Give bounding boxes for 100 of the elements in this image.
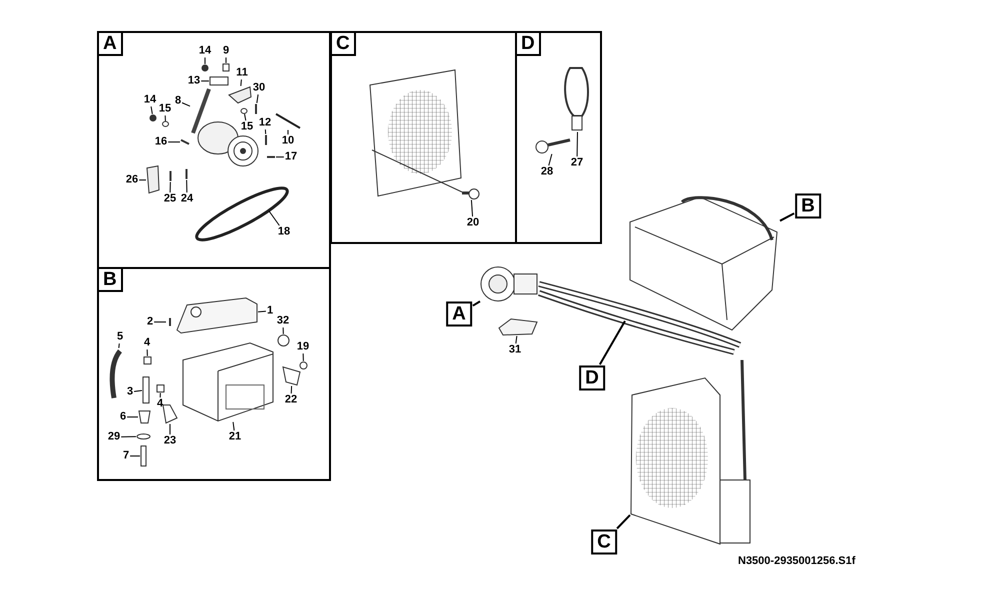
callout-number: 23	[164, 436, 176, 446]
callout-number: 1	[266, 306, 274, 316]
leader-line	[290, 386, 292, 394]
view-letter: C	[332, 33, 356, 56]
callout-number: 15	[158, 104, 172, 114]
bracket-drawing	[282, 366, 302, 386]
insulation-pad-drawing	[498, 318, 538, 336]
leader-line	[282, 327, 284, 334]
leader-line	[134, 390, 142, 392]
callout-number: 5	[116, 332, 124, 342]
leader-line	[232, 422, 235, 431]
leader-line	[244, 114, 246, 121]
callout-number: 27	[570, 158, 584, 168]
leader-line	[240, 79, 242, 86]
bolt-drawing	[180, 138, 190, 146]
callout-number: 31	[508, 344, 522, 356]
heater-unit-drawing	[182, 342, 274, 422]
leader-line	[200, 80, 210, 82]
callout-number: 13	[188, 76, 200, 86]
hose-drawing	[108, 348, 124, 400]
view-letter: C	[591, 530, 617, 554]
bolt-drawing	[168, 170, 173, 182]
callout-number: 22	[284, 394, 298, 406]
nut-drawing	[201, 64, 209, 72]
mounting-bracket-drawing	[146, 166, 160, 194]
callout-number: 24	[180, 194, 194, 204]
callout-number: 9	[222, 46, 230, 56]
leader-line	[616, 514, 631, 530]
leader-line	[150, 106, 153, 114]
leader-line	[118, 343, 120, 348]
pipe-drawing	[142, 376, 150, 404]
leader-line	[576, 132, 578, 157]
leader-line	[470, 200, 474, 217]
callout-number: 11	[236, 68, 248, 78]
leader-line	[256, 94, 259, 104]
leader-line	[548, 154, 552, 166]
leader-line	[146, 349, 148, 356]
callout-number: 18	[278, 226, 290, 238]
callout-number: 15	[240, 122, 254, 132]
leader-line	[164, 115, 166, 122]
view-letter: A	[99, 33, 123, 56]
leader-line	[780, 212, 795, 222]
cap-drawing	[277, 334, 290, 347]
drawing-number: N3500-2935001256.S1f	[738, 555, 856, 567]
leader-line	[264, 129, 266, 134]
bolt-drawing	[462, 188, 480, 200]
callout-number: 28	[540, 166, 554, 178]
callout-number: 3	[126, 386, 134, 398]
leader-line	[598, 320, 626, 365]
leader-line	[170, 182, 171, 193]
detail-panel	[515, 31, 602, 244]
bolt-drawing	[536, 138, 572, 154]
bolt-drawing	[263, 134, 269, 146]
valve-drawing	[138, 410, 151, 424]
pin-drawing	[140, 445, 147, 467]
leader-line	[160, 392, 161, 398]
seal-ring-drawing	[136, 433, 151, 440]
callout-number: 21	[228, 432, 242, 442]
callout-number: 25	[164, 194, 176, 204]
cable-drawing	[274, 112, 302, 130]
leader-line	[302, 353, 304, 362]
clip-drawing	[143, 356, 152, 365]
callout-number: 4	[156, 398, 164, 410]
compressor-drawing	[480, 264, 538, 304]
bolt-drawing	[299, 361, 308, 370]
leader-line	[186, 180, 188, 193]
callout-number: 12	[258, 118, 272, 128]
callout-number: 20	[466, 218, 480, 228]
bracket-drawing	[162, 404, 178, 424]
bolt-drawing	[253, 103, 259, 115]
view-letter: D	[517, 33, 541, 56]
nut-drawing	[149, 114, 157, 122]
detail-panel	[97, 267, 331, 481]
leader-line	[182, 102, 190, 107]
leader-line	[204, 57, 206, 64]
callout-number: 14	[198, 46, 212, 56]
clip-drawing	[156, 384, 165, 393]
callout-number: 26	[126, 174, 138, 186]
leader-line	[268, 210, 280, 226]
bolt-drawing	[184, 168, 189, 180]
callout-number: 6	[120, 412, 126, 422]
leader-line	[126, 416, 138, 418]
callout-number: 10	[282, 136, 294, 146]
drive-belt-drawing	[194, 186, 290, 242]
callout-number: 30	[252, 82, 266, 94]
bracket-drawing	[228, 86, 252, 104]
washer-drawing	[240, 108, 248, 114]
callout-number: 32	[276, 316, 290, 326]
callout-number: 8	[174, 96, 182, 106]
callout-number: 7	[122, 450, 130, 462]
cover-drawing	[176, 296, 258, 334]
callout-number: 17	[284, 152, 298, 162]
condenser-drawing	[630, 358, 752, 546]
rod-end-drawing	[209, 76, 229, 86]
callout-number: 14	[144, 94, 156, 106]
view-letter: B	[99, 269, 123, 292]
view-letter: B	[795, 194, 821, 218]
refrigerant-hose-drawing	[538, 280, 743, 355]
leader-line	[120, 436, 136, 438]
callout-number: 4	[144, 338, 150, 348]
